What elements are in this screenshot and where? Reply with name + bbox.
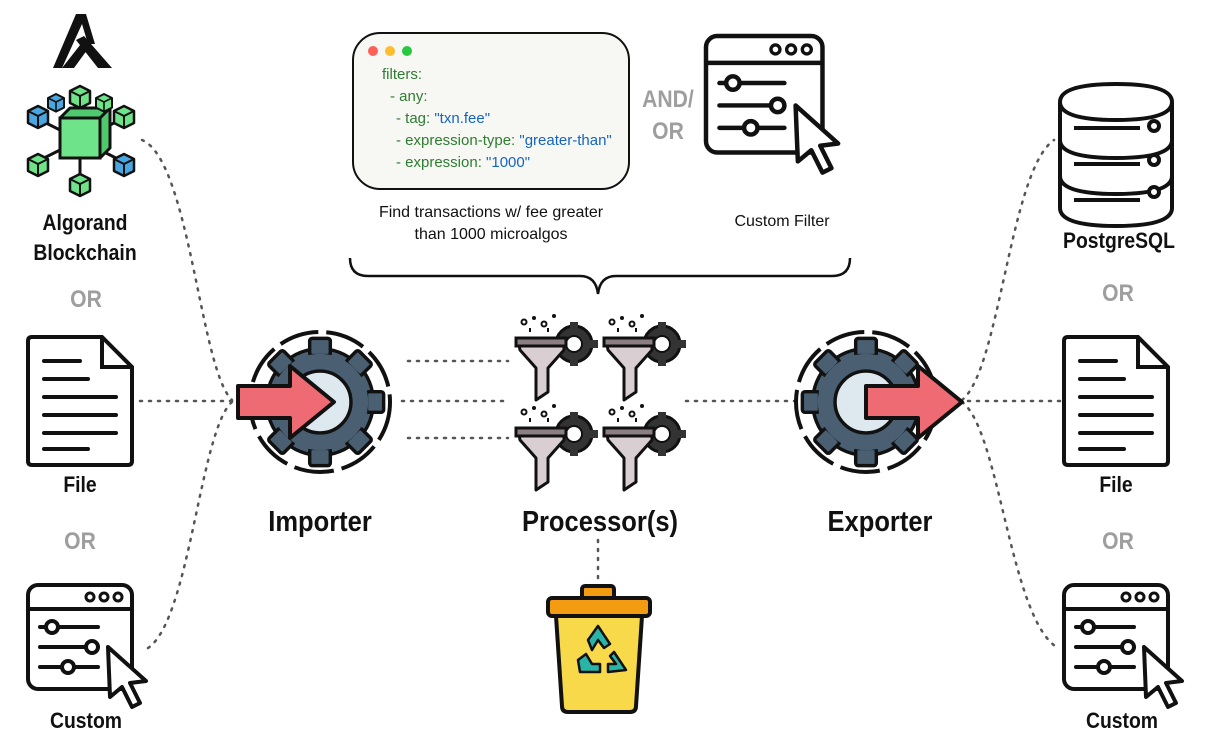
algorand-logo-icon — [53, 14, 112, 68]
source-or-label: OR — [64, 528, 96, 555]
blockchain-network-icon — [26, 84, 136, 198]
connectors — [138, 138, 1062, 650]
exporter-label: Exporter — [827, 506, 933, 538]
database-icon — [1058, 81, 1174, 229]
source-custom-label: Custom — [49, 708, 123, 733]
custom-filter-caption: Custom Filter — [734, 213, 830, 230]
importer-label: Importer — [268, 506, 372, 538]
destination-custom-icon — [1062, 583, 1184, 709]
code-line: - expression-type: "greater-than" — [396, 132, 612, 149]
filter-config-snippet: filters: - any: - tag: "txn.fee" - expre… — [352, 32, 630, 190]
source-file-label: File — [63, 472, 97, 497]
window-maximize-dot — [402, 46, 412, 56]
destination-custom-label: Custom — [1085, 708, 1159, 733]
filter-caption: Find transactions w/ fee greater than 10… — [378, 204, 604, 243]
importer-gear-icon — [236, 330, 392, 474]
source-or-label: OR — [70, 286, 102, 313]
exporter-gear-icon — [794, 330, 964, 474]
processors-label: Processor(s) — [521, 506, 679, 538]
code-line: - any: — [390, 88, 428, 105]
code-line: - tag: "txn.fee" — [396, 110, 491, 127]
filter-funnel-icon — [514, 312, 688, 492]
window-close-dot — [368, 46, 378, 56]
source-custom-icon — [26, 583, 148, 709]
destination-file-icon — [1062, 335, 1170, 467]
postgresql-label: PostgreSQL — [1063, 228, 1175, 253]
window-minimize-dot — [385, 46, 395, 56]
destination-file-label: File — [1099, 472, 1133, 497]
custom-filter-window-icon — [706, 36, 838, 173]
recycle-bin-icon — [546, 584, 652, 714]
algorand-blockchain-label: Algorand Blockchain — [33, 210, 137, 265]
and-or-connector: AND/ OR — [642, 86, 694, 145]
filter-bracket — [348, 257, 852, 295]
destination-or-label: OR — [1102, 528, 1134, 555]
code-line: filters: — [382, 66, 423, 83]
code-line: - expression: "1000" — [396, 154, 531, 171]
destination-or-label: OR — [1102, 280, 1134, 307]
source-file-icon — [26, 335, 134, 467]
